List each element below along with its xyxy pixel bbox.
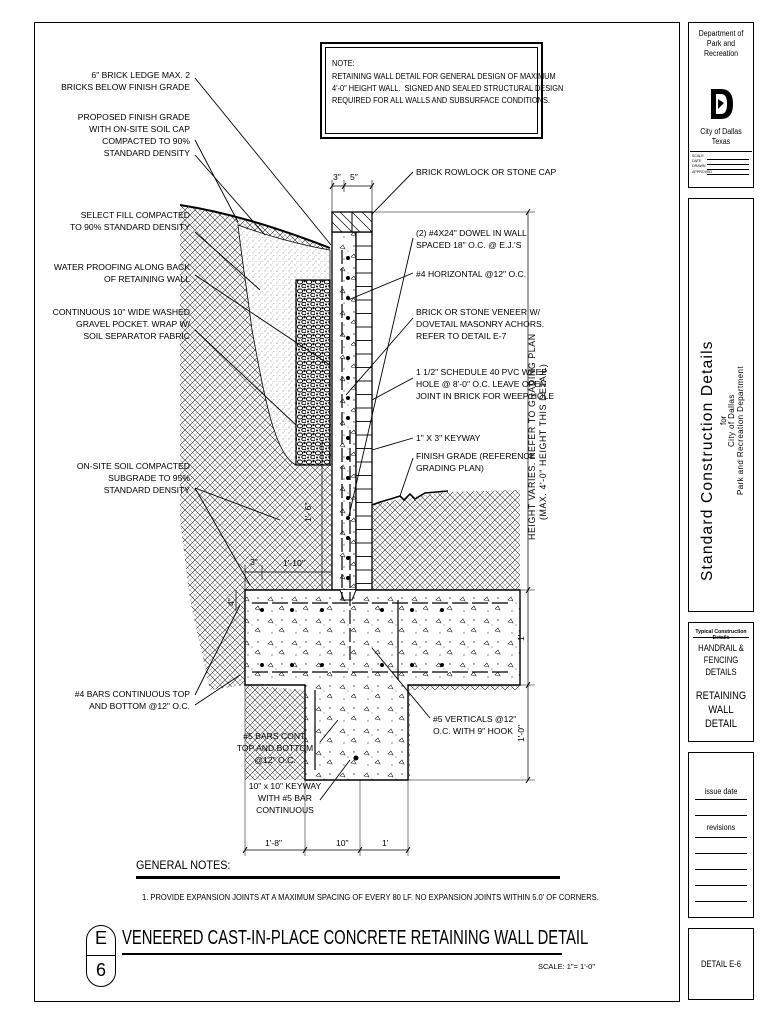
keyway-label: 1" X 3" KEYWAY — [416, 433, 481, 443]
detail-scale: SCALE: 1"= 1'-0" — [538, 962, 595, 971]
title-block-revisions: issue date revisions — [688, 752, 754, 918]
dim-bottom-1-8: 1'-8" — [265, 838, 283, 848]
detail-bubble — [86, 925, 116, 987]
dim-bottom-10: 10" — [336, 838, 349, 848]
drawing-frame — [34, 22, 680, 1002]
series-dept: Park and Recreation Department — [736, 366, 745, 495]
revisions-label: revisions — [706, 823, 736, 832]
issue-date-label: issue date — [704, 787, 738, 796]
field-date: DATE — [692, 159, 702, 164]
series-city: City of Dallas — [727, 394, 736, 447]
field-scale: SCALE — [692, 154, 704, 158]
dim-left-4: 4" — [226, 598, 236, 606]
dim-top-5: 5" — [350, 172, 358, 182]
dim-ledge-3: 3" — [250, 557, 258, 567]
dim-right-1: 1' — [516, 634, 526, 641]
title-block-detail: DETAIL E-6 — [688, 928, 754, 1000]
category-line-1: HANDRAIL & — [698, 643, 744, 653]
veneer-label: BRICK OR STONE VENEER W/DOVETAIL MASONRY… — [416, 307, 545, 341]
category-line-2: FENCING DETAILS — [703, 655, 739, 677]
height-max-label: (MAX. 4'-0" HEIGHT THIS DETAIL) — [538, 363, 548, 520]
dallas-logo-icon — [711, 89, 733, 119]
dim-bottom-1: 1' — [382, 838, 389, 848]
typical-label: Typical Construction Details — [695, 629, 747, 641]
title-block-series: Standard Construction Details for City o… — [688, 198, 754, 612]
note-box — [320, 42, 543, 139]
note-line-3: REQUIRED FOR ALL WALLS AND SUBSURFACE CO… — [332, 95, 550, 105]
sheet-name-line-1: RETAINING — [695, 690, 747, 702]
detail-number: 6 — [95, 960, 106, 980]
detail-title-rule — [122, 953, 562, 955]
retaining-wall-section — [179, 77, 535, 856]
general-notes-rule — [136, 876, 560, 879]
sheet-name-line-2: WALL DETAIL — [704, 704, 738, 730]
dim-top-3: 3" — [333, 172, 341, 182]
detail-number-label: DETAIL E-6 — [701, 959, 741, 969]
field-drawn: DRAWN — [692, 164, 706, 169]
dim-footing-1-10: 1'-10" — [283, 558, 305, 568]
brick-rowlock-label: BRICK ROWLOCK OR STONE CAP — [416, 167, 557, 177]
five-bars-cont-label: #5 BARS CONT.TOP AND BOTTOM@12" O.C. — [236, 731, 314, 765]
dim-right-1-0: 1'-0" — [516, 724, 526, 742]
verticals-label: #5 VERTICALS @12"O.C. WITH 9" HOOK — [433, 714, 517, 736]
title-block-sheet: Typical Construction Details HANDRAIL & … — [688, 622, 754, 742]
detail-title: VENEERED CAST-IN-PLACE CONCRETE RETAININ… — [122, 927, 589, 949]
height-varies-label: HEIGHT VARIES. REFER TO GRADING PLAN — [527, 333, 537, 540]
note-line-2: 4'-0" HEIGHT WALL. SIGNED AND SEALED STR… — [332, 83, 564, 93]
detail-letter: E — [94, 928, 107, 948]
horizontal-bar-label: #4 HORIZONTAL @12" O.C. — [416, 269, 527, 279]
detail-bubble-divider — [87, 955, 115, 957]
general-note-1: 1. PROVIDE EXPANSION JOINTS AT A MAXIMUM… — [142, 892, 599, 902]
series-title: Standard Construction Details — [699, 340, 716, 581]
dim-wall-1-6: 1'- 6" — [303, 502, 313, 523]
note-heading: NOTE: — [332, 58, 355, 68]
general-notes-heading: GENERAL NOTES: — [136, 858, 231, 872]
note-line-1: RETAINING WALL DETAIL FOR GENERAL DESIGN… — [332, 71, 556, 81]
field-approved: APPROVED — [692, 169, 712, 174]
